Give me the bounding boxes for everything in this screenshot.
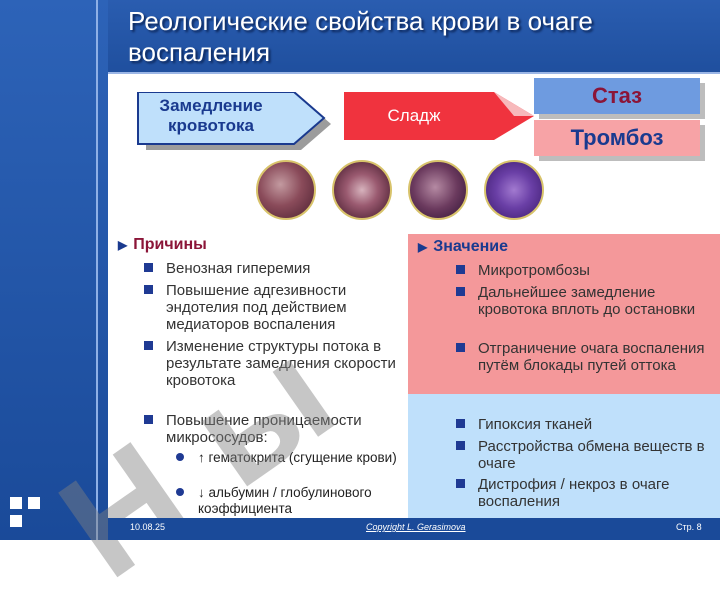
footer-copyright: Copyright L. Gerasimova	[366, 522, 466, 532]
bullet-square-icon	[144, 285, 153, 294]
footer-bar	[108, 518, 720, 540]
bullet-square-icon	[144, 341, 153, 350]
flow-step-slowing: Замедление кровотока	[159, 96, 263, 135]
bullet-square-icon	[456, 419, 465, 428]
cause-item: Повышение адгезивности эндотелия под дей…	[144, 282, 401, 333]
sludge-arrow	[344, 92, 534, 140]
outcome-stasis: Стаз	[534, 78, 700, 114]
causes-heading: ▶Причины	[118, 236, 207, 253]
cause-subitem: ↓ альбумин / глобулинового коэффициента	[176, 485, 408, 517]
bullet-triangle-icon: ▶	[418, 240, 428, 254]
significance-item: Отграничение очага воспаления путём блок…	[456, 340, 713, 374]
micro-image-2	[332, 160, 392, 220]
outcome-thrombosis: Тромбоз	[534, 120, 700, 156]
significance-panel-top	[408, 234, 720, 394]
left-decor-strip	[0, 0, 108, 540]
footer-page-number: Стр. 8	[676, 522, 702, 532]
bullet-square-icon	[456, 441, 465, 450]
slide-title: Реологические свойства крови в очаге вос…	[128, 6, 593, 67]
bullet-square-icon	[144, 415, 153, 424]
cause-item: Венозная гиперемия	[144, 260, 401, 277]
significance-heading: ▶Значение	[418, 238, 509, 255]
title-divider	[108, 72, 720, 74]
cause-subitem: ↑ гематокрита (сгущение крови)	[176, 450, 408, 466]
significance-item: Гипоксия тканей	[456, 416, 713, 433]
micro-image-1	[256, 160, 316, 220]
cause-item: Повышение проницаемости микрососудов:	[144, 412, 406, 446]
bullet-square-icon	[456, 343, 465, 352]
significance-item: Дистрофия / некроз в очаге воспаления	[456, 476, 713, 510]
significance-panel-bottom	[408, 394, 720, 518]
bullet-square-icon	[456, 479, 465, 488]
bullet-dot-icon	[176, 488, 184, 496]
significance-item: Микротромбозы	[456, 262, 713, 279]
title-bar	[108, 0, 720, 74]
bullet-square-icon	[456, 265, 465, 274]
micro-image-4	[484, 160, 544, 220]
cause-item: Изменение структуры потока в результате …	[144, 338, 401, 389]
slow-flow-arrow	[137, 92, 331, 150]
bullet-square-icon	[144, 263, 153, 272]
significance-item: Дальнейшее замедление кровотока вплоть д…	[456, 284, 713, 318]
micro-image-3	[408, 160, 468, 220]
bullet-triangle-icon: ▶	[118, 238, 128, 252]
significance-item: Расстройства обмена веществ в очаге	[456, 438, 713, 472]
footer-date: 10.08.25	[130, 522, 166, 532]
bullet-square-icon	[456, 287, 465, 296]
flow-step-sludge: Сладж	[387, 106, 441, 125]
bullet-dot-icon	[176, 453, 184, 461]
